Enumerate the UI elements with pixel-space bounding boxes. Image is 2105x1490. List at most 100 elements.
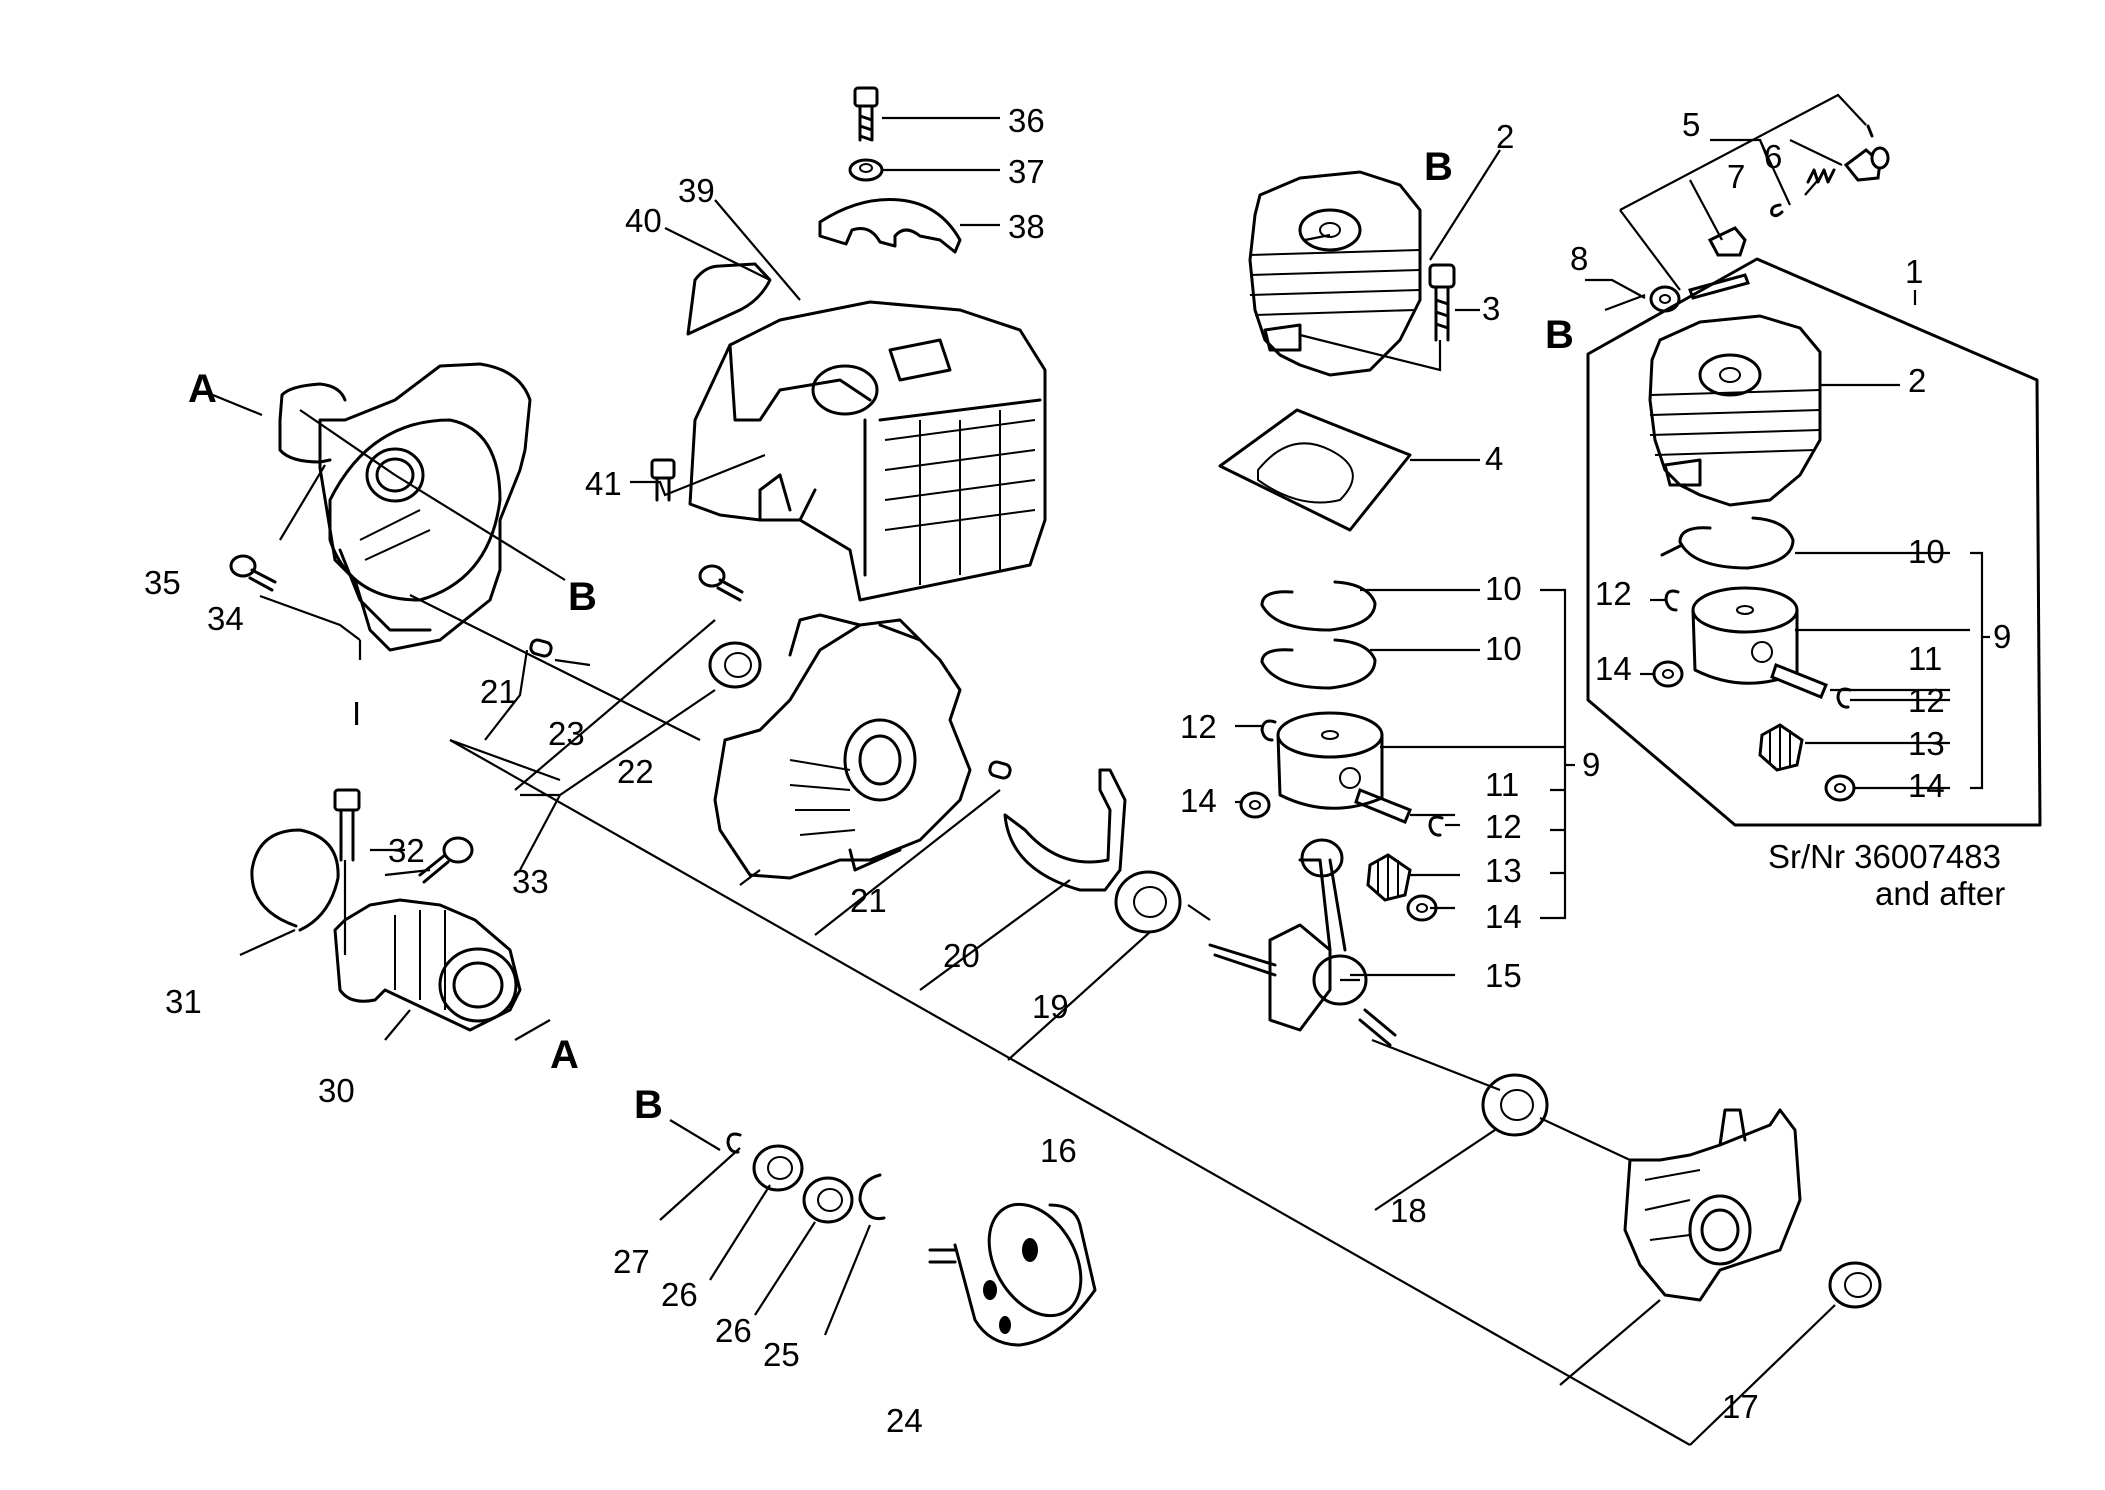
part-40-gasket: [686, 262, 772, 336]
callout-40: 40: [625, 202, 662, 239]
callout-13-kit: 13: [1908, 725, 1945, 762]
ref-letter-a-clutch: A: [550, 1033, 579, 1077]
callout-41: 41: [585, 465, 622, 502]
part-10-ring-left-lower: [1260, 638, 1377, 690]
part-24-clutch-drum: [928, 1202, 1097, 1347]
part-10-ring-left-upper: [1260, 580, 1377, 632]
part-2-cylinder-kit: [1648, 314, 1822, 507]
callout-11-kit: 11: [1908, 640, 1942, 677]
callout-5: 5: [1682, 106, 1700, 143]
part-6-valve-body: [1707, 226, 1747, 257]
part-16-crankcase-right: [1623, 1108, 1802, 1302]
callout-14-kit-piston: 14: [1595, 650, 1632, 687]
part-37-nut: [848, 158, 884, 182]
callout-8: 8: [1570, 240, 1588, 277]
part-9-piston-left: [1276, 711, 1384, 810]
part-5-small-clip: [1866, 124, 1874, 138]
part-4-cylinder-gasket: [1218, 408, 1412, 532]
part-15-crankshaft: [1208, 838, 1397, 1047]
part-13-needle-bearing-left: [1366, 853, 1412, 902]
part-41-bolt: [650, 458, 676, 502]
part-12-clip-kit-b: [1836, 687, 1852, 709]
ref-letter-b-cylinder: B: [1424, 145, 1453, 189]
ref-letter-b-washer: B: [1545, 313, 1574, 357]
callout-2-upper: 2: [1496, 118, 1514, 155]
callout-37: 37: [1008, 153, 1045, 190]
part-36-bolt: [853, 86, 879, 142]
part-5-plug: [1843, 146, 1890, 182]
callout-15: 15: [1485, 957, 1522, 994]
callout-34: 34: [207, 600, 244, 637]
part-8-washer: [1660, 543, 1684, 557]
part-23-bolt: [698, 564, 744, 602]
ref-letter-b-fan-housing: B: [568, 575, 597, 619]
callout-21-lower: 21: [850, 882, 887, 919]
callout-26a: 26: [661, 1276, 698, 1313]
part-25-circlip: [858, 1173, 886, 1221]
callout-27: 27: [613, 1243, 650, 1280]
part-26-bearing-a: [752, 1144, 804, 1192]
part-31-snap-ring: [250, 828, 340, 932]
callout-23: 23: [548, 715, 585, 752]
callout-labels: 1 2 2 3 4 5 6 7 8 9 9 10 10 10 11 11 12 …: [144, 102, 2011, 1439]
part-33-bolt: [418, 836, 474, 884]
part-7-clip: [1770, 203, 1784, 218]
part-17-oil-seal: [1828, 1261, 1882, 1309]
part-8-washer-ring: [1649, 285, 1681, 313]
callout-6: 6: [1764, 138, 1782, 175]
part-39-cylinder-cover: [688, 300, 1047, 602]
part-2-cylinder-upper: [1248, 170, 1422, 377]
part-16-crankcase-left: [713, 613, 972, 880]
callout-12-left-pin: 12: [1485, 808, 1522, 845]
reference-letters: A A B B B B I: [188, 145, 1574, 1127]
callout-21-upper: 21: [480, 673, 517, 710]
callout-13-left: 13: [1485, 852, 1522, 889]
callout-36: 36: [1008, 102, 1045, 139]
serial-note-line2: and after: [1875, 875, 2005, 912]
callout-19: 19: [1032, 988, 1069, 1025]
part-10-ring-kit: [1678, 516, 1795, 570]
callout-35: 35: [144, 564, 181, 601]
callout-25: 25: [763, 1336, 800, 1373]
callout-12-left-piston: 12: [1180, 708, 1217, 745]
part-14-washer-piston-left: [1239, 791, 1271, 819]
callout-9-kit: 9: [1993, 618, 2011, 655]
callout-14-left-piston: 14: [1180, 782, 1217, 819]
callout-2-kit: 2: [1908, 362, 1926, 399]
callout-1: 1: [1905, 253, 1923, 290]
part-11-piston-pin-kit: [1770, 663, 1828, 699]
part-12-clip-left-b: [1428, 815, 1444, 837]
part-14-washer-kit-b: [1824, 774, 1856, 802]
callout-30: 30: [318, 1072, 355, 1109]
serial-note-line1: Sr/Nr 36007483: [1768, 838, 2001, 875]
callout-14-kit-bottom: 14: [1908, 767, 1945, 804]
part-19-bearing: [1114, 870, 1182, 934]
callout-3: 3: [1482, 290, 1500, 327]
part-27-circlip: [726, 1132, 742, 1154]
part-38-bracket: [818, 198, 962, 254]
part-12-clip-kit-a: [1664, 589, 1680, 612]
part-22-oil-seal: [708, 641, 762, 689]
part-18-bearing: [1481, 1073, 1549, 1137]
part-32-bolt: [333, 788, 361, 862]
callout-4: 4: [1485, 440, 1503, 477]
part-26-bearing-b: [802, 1176, 854, 1224]
serial-number-note: Sr/Nr 36007483 and after: [1768, 838, 2005, 912]
callout-39: 39: [678, 172, 715, 209]
ref-letter-b-clutch: B: [634, 1083, 663, 1127]
ref-letter-a-fan-housing: A: [188, 367, 217, 411]
part-20-gasket: [1003, 768, 1127, 892]
part-13-needle-bearing-kit: [1758, 723, 1804, 772]
callout-38: 38: [1008, 208, 1045, 245]
callout-26b: 26: [715, 1312, 752, 1349]
callout-11-left: 11: [1485, 766, 1519, 803]
callout-14-left-bottom: 14: [1485, 898, 1522, 935]
kit-1-outline: [1586, 257, 2042, 827]
callout-12-kit-piston: 12: [1595, 575, 1632, 612]
part-12-clip-left-a: [1260, 719, 1277, 742]
part-34-bolt: [229, 554, 277, 592]
part-3-bolt: [1428, 263, 1456, 342]
part-11-piston-pin-left: [1354, 788, 1412, 824]
roman-mark: I: [352, 695, 361, 732]
